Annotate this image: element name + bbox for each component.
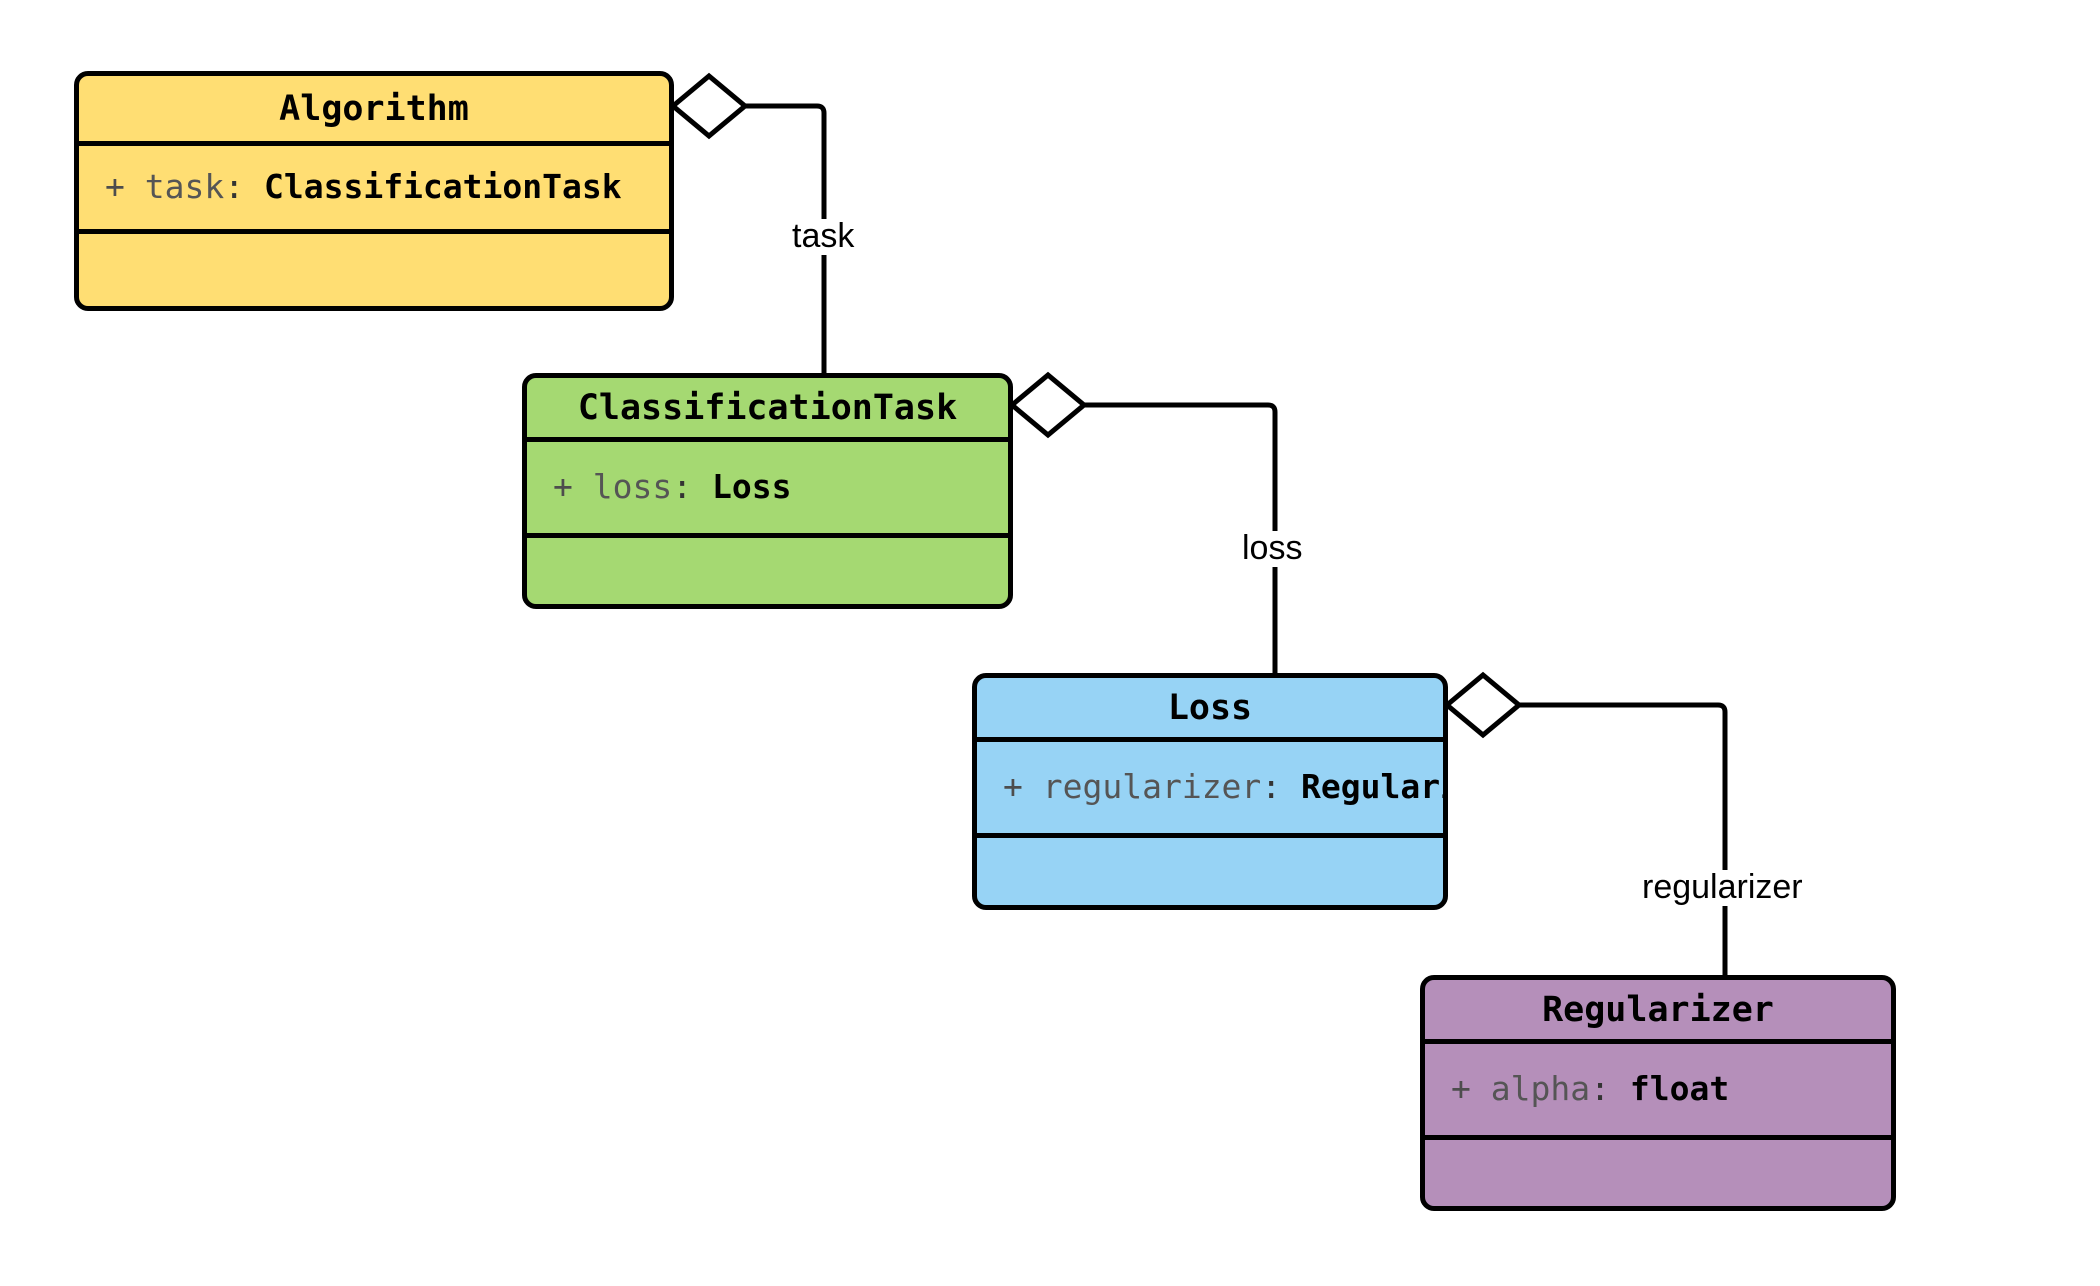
attribute-separator: : xyxy=(1261,767,1302,807)
attribute-visibility: + xyxy=(553,467,573,507)
edge-label-loss: loss xyxy=(1238,530,1307,567)
attribute-name: task xyxy=(144,167,225,207)
attribute-type: Regularizer xyxy=(1301,767,1443,807)
attribute-row: + regularizer: Regularizer xyxy=(1003,769,1443,805)
attribute-visibility: + xyxy=(1003,767,1023,807)
attribute-type: ClassificationTask xyxy=(263,167,622,207)
aggregation-diamond-icon xyxy=(1008,371,1088,439)
edge-regularizer xyxy=(1443,671,1728,975)
attribute-name: regularizer xyxy=(1042,767,1262,807)
attribute-visibility: + xyxy=(1451,1069,1471,1109)
attribute-row: + task: ClassificationTask xyxy=(105,169,669,205)
attribute-type: Loss xyxy=(711,467,792,507)
methods-compartment xyxy=(527,538,1008,604)
attributes-compartment: + loss: Loss xyxy=(527,442,1008,538)
attributes-compartment: + task: ClassificationTask xyxy=(79,146,669,234)
attribute-name: loss xyxy=(592,467,673,507)
edge-loss xyxy=(1008,371,1278,673)
attribute-visibility: + xyxy=(105,167,125,207)
edge-label-regularizer: regularizer xyxy=(1638,869,1807,906)
attribute-type: float xyxy=(1629,1069,1730,1109)
attribute-separator: : xyxy=(1590,1069,1630,1109)
class-name-algorithm: Algorithm xyxy=(79,76,669,146)
edge-regularizer-line xyxy=(1519,702,1728,975)
attribute-separator: : xyxy=(672,467,712,507)
attributes-compartment: + alpha: float xyxy=(1425,1044,1891,1140)
class-name-classificationtask: ClassificationTask xyxy=(527,378,1008,442)
aggregation-diamond-icon xyxy=(1443,671,1523,739)
methods-compartment xyxy=(1425,1140,1891,1206)
attribute-row: + loss: Loss xyxy=(553,469,1008,505)
class-box-classificationtask[interactable]: ClassificationTask + loss: Loss xyxy=(522,373,1013,609)
methods-compartment xyxy=(79,234,669,306)
class-name-regularizer: Regularizer xyxy=(1425,980,1891,1044)
class-box-loss[interactable]: Loss + regularizer: Regularizer xyxy=(972,673,1448,910)
attribute-row: + alpha: float xyxy=(1451,1071,1891,1107)
class-box-regularizer[interactable]: Regularizer + alpha: float xyxy=(1420,975,1896,1211)
edge-label-task: task xyxy=(788,218,859,255)
class-name-loss: Loss xyxy=(977,678,1443,742)
class-box-algorithm[interactable]: Algorithm + task: ClassificationTask xyxy=(74,71,674,311)
attribute-name: alpha xyxy=(1490,1069,1591,1109)
attributes-compartment: + regularizer: Regularizer xyxy=(977,742,1443,838)
methods-compartment xyxy=(977,838,1443,905)
aggregation-diamond-icon xyxy=(669,72,749,140)
attribute-separator: : xyxy=(224,167,264,207)
